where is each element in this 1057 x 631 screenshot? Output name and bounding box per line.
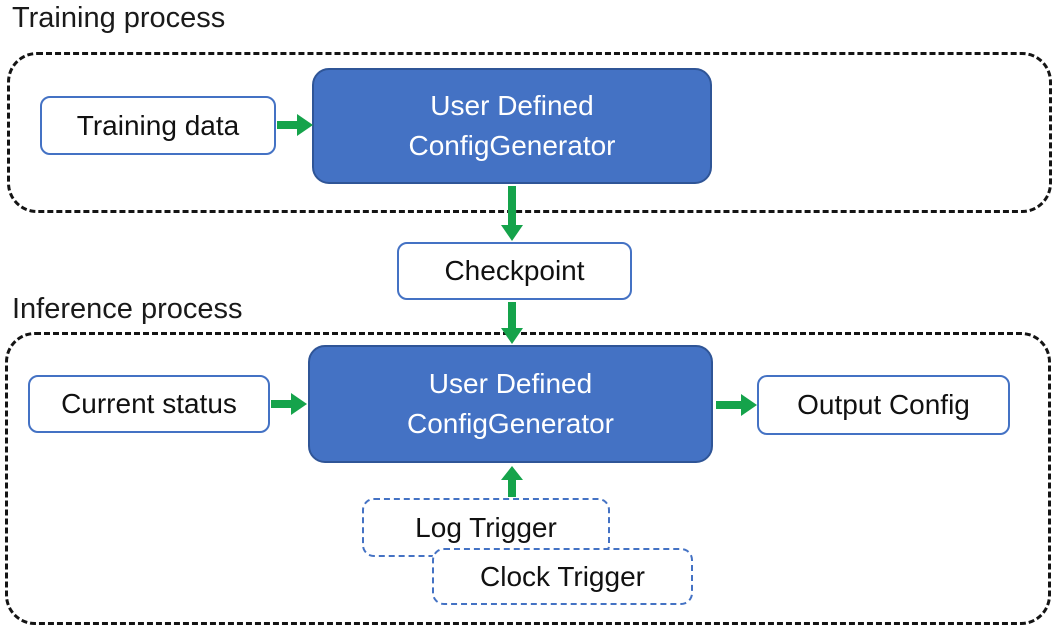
clock-trigger-box: Clock Trigger [432, 548, 693, 605]
training-config-generator-box: User Defined ConfigGenerator [312, 68, 712, 184]
arrow-head [501, 225, 523, 241]
arrow-head [501, 466, 523, 480]
arrow-head [297, 114, 313, 136]
inference-config-generator-line1: User Defined [428, 368, 593, 399]
arrow-log-trigger-to-generator [501, 466, 523, 497]
arrow-head [291, 393, 307, 415]
arrow-generator-to-checkpoint [501, 186, 523, 241]
inference-process-container [5, 332, 1051, 625]
inference-config-generator-box: User Defined ConfigGenerator [308, 345, 713, 463]
arrow-training-data-to-generator [277, 114, 313, 136]
arrow-shaft [271, 400, 292, 408]
training-process-title: Training process [12, 2, 226, 34]
arrow-shaft [277, 121, 298, 129]
arrow-head [501, 328, 523, 344]
arrow-shaft [508, 186, 516, 226]
arrow-current-status-to-generator [271, 393, 307, 415]
training-process-container [7, 52, 1052, 213]
arrow-generator-to-output-config [716, 394, 757, 416]
arrow-checkpoint-to-generator [501, 302, 523, 344]
training-config-generator-line1: User Defined [430, 90, 594, 121]
checkpoint-box: Checkpoint [397, 242, 632, 300]
inference-config-generator-line2: ConfigGenerator [406, 408, 614, 439]
arrow-shaft [508, 302, 516, 329]
arrow-head [741, 394, 757, 416]
training-config-generator-line2: ConfigGenerator [408, 130, 616, 161]
current-status-box: Current status [28, 375, 270, 433]
log-trigger-box: Log Trigger [362, 498, 610, 557]
inference-process-title: Inference process [12, 293, 243, 325]
output-config-box: Output Config [757, 375, 1010, 435]
arrow-shaft [716, 401, 742, 409]
training-data-box: Training data [40, 96, 276, 155]
arrow-shaft [508, 479, 516, 497]
